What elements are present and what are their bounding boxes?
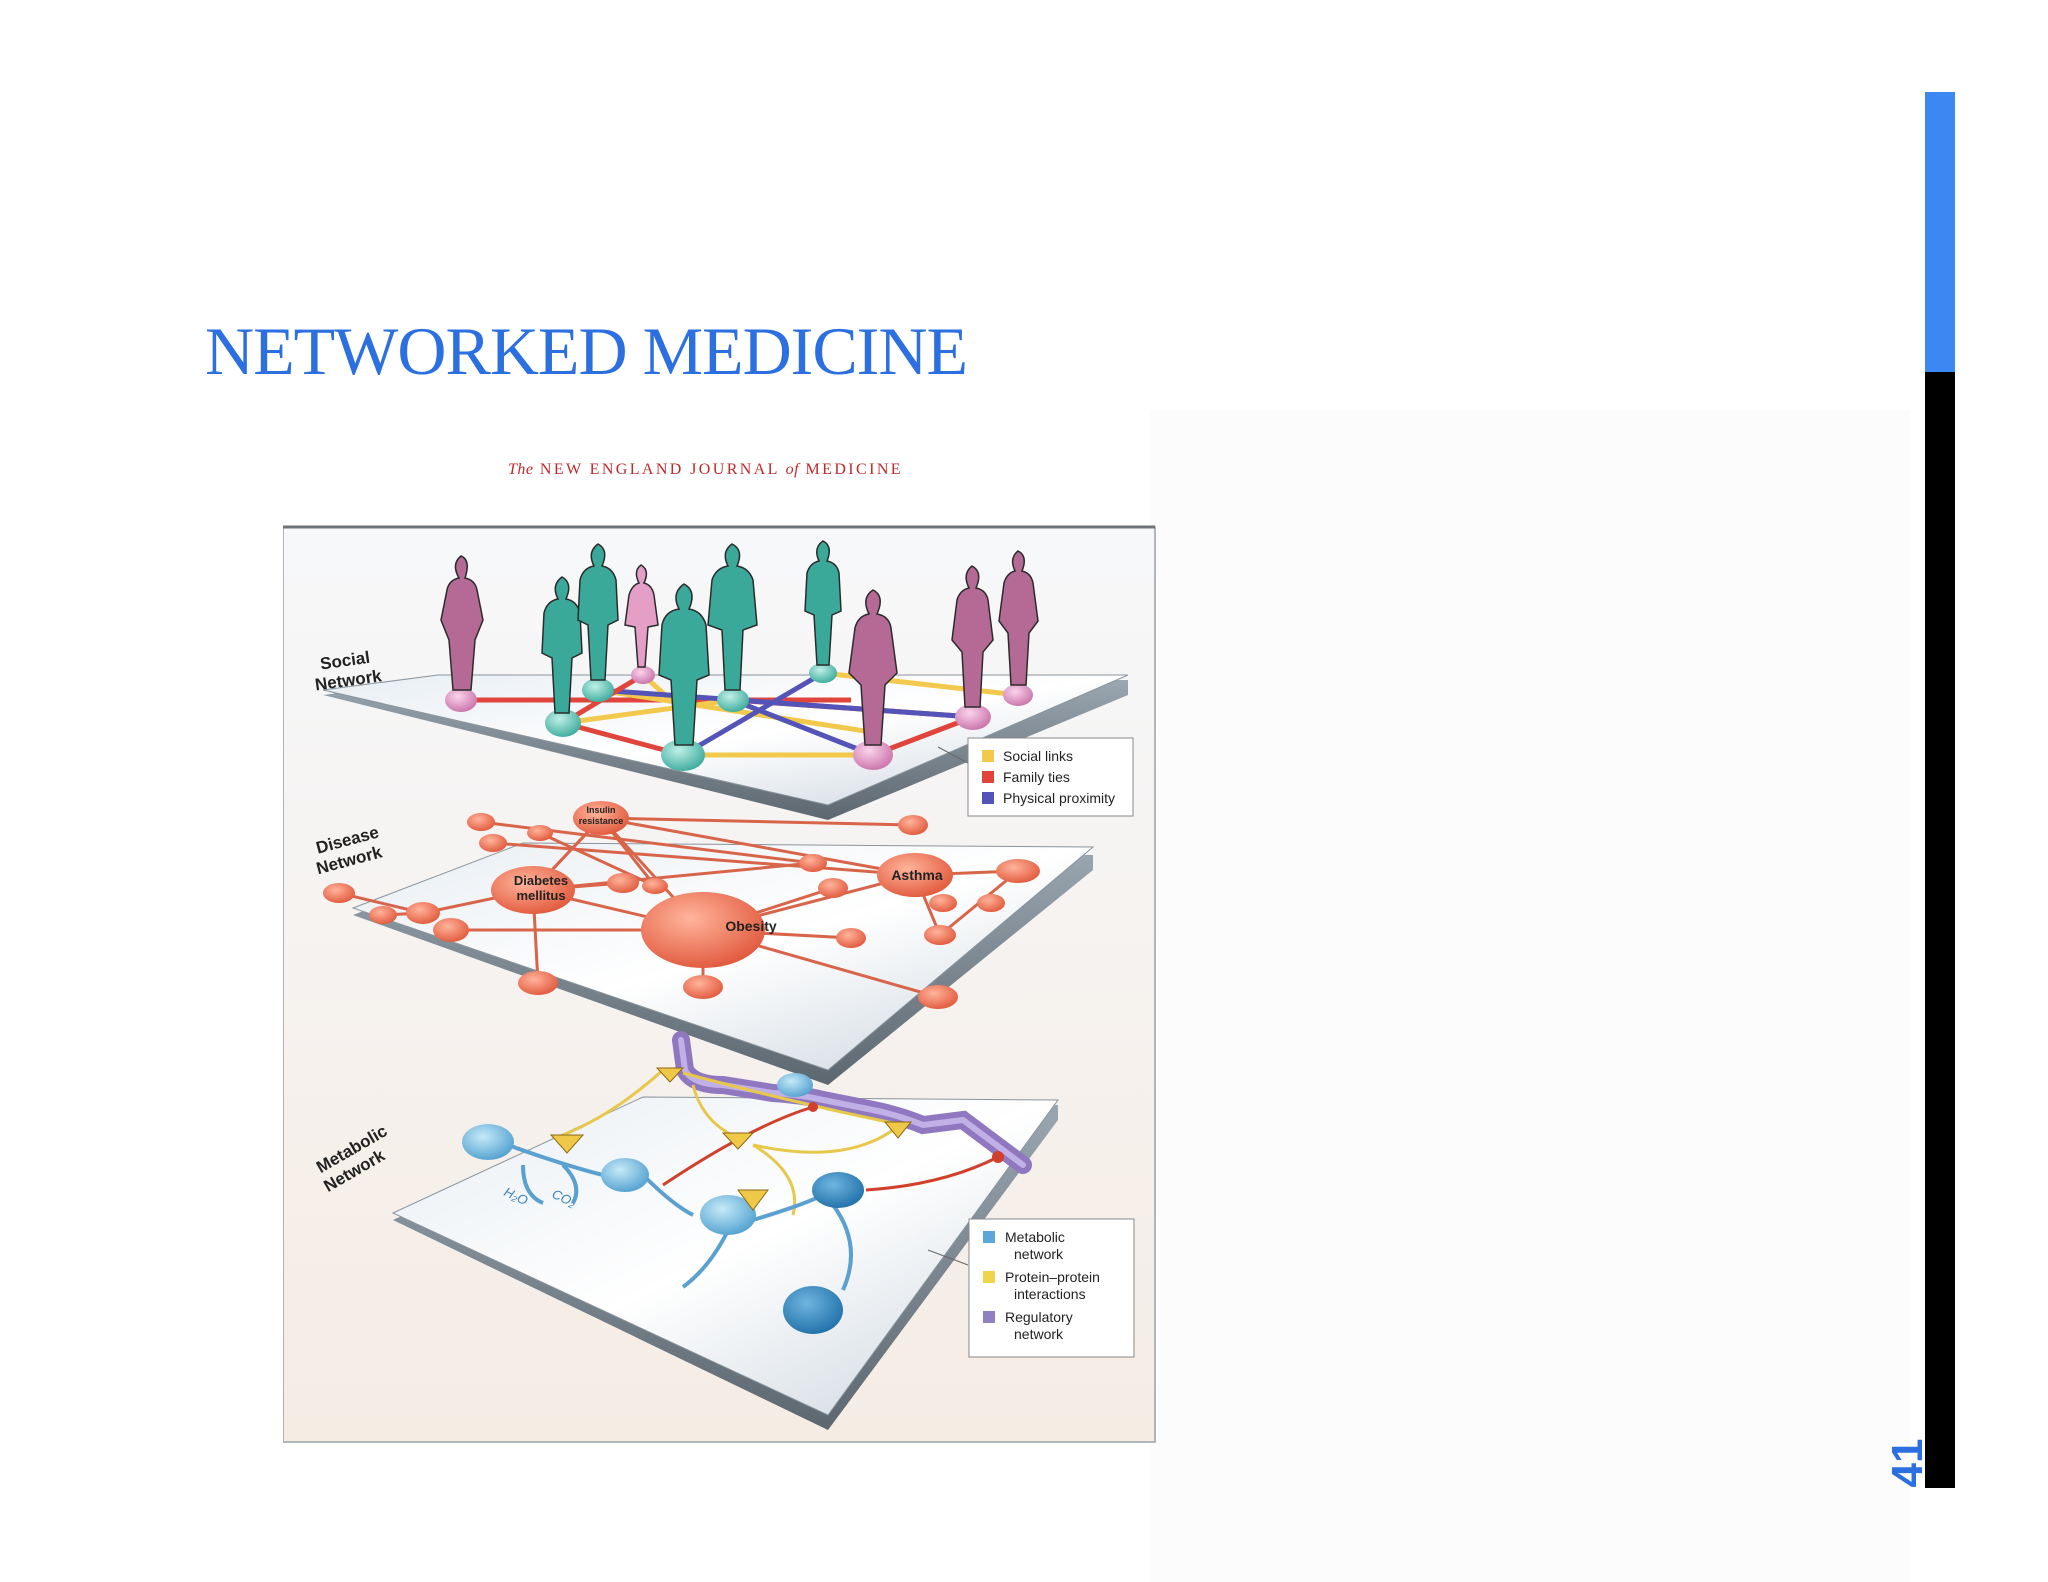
metabolite-node (783, 1286, 843, 1334)
insulin-resistance-node (573, 801, 629, 835)
insulin-label-line2: resistance (579, 816, 624, 826)
social-legend-swatch-1 (982, 771, 994, 783)
metabolic-legend-label-1b: interactions (1014, 1286, 1086, 1302)
metabolic-legend-swatch-2 (983, 1311, 995, 1323)
person-node (545, 709, 581, 737)
protein-node (549, 1134, 585, 1154)
background-panel (1150, 410, 1910, 1582)
journal-name-part2: MEDICINE (805, 461, 903, 478)
regulatory-tube-highlight (678, 1037, 1026, 1168)
slide-number: 41 (1883, 1438, 1932, 1488)
metabolic-legend-label-1a: Protein–protein (1005, 1269, 1100, 1285)
journal-header: The NEW ENGLAND JOURNAL of MEDICINE (508, 461, 903, 479)
person-figure (804, 540, 842, 666)
person-node (1003, 684, 1033, 706)
obesity-label: Obesity (725, 918, 777, 934)
person-node (853, 740, 893, 770)
social-legend-label-0: Social links (1003, 748, 1073, 764)
diabetes-node (491, 866, 575, 914)
person-figure (440, 555, 484, 691)
metabolic-plate (391, 1096, 1059, 1416)
social-link (597, 687, 879, 736)
legend-pointer (937, 746, 969, 764)
social-legend (967, 737, 1134, 817)
metabolic-legend (968, 1218, 1135, 1358)
social-link (562, 697, 734, 726)
social-legend-label-2: Physical proximity (1003, 790, 1115, 806)
metabolic-legend-swatch-1 (983, 1271, 995, 1283)
person-node (631, 666, 655, 684)
person-figure (707, 543, 758, 691)
metabolic-legend-label-0b: network (1014, 1246, 1064, 1262)
legend-pointer (927, 1249, 969, 1266)
disease-nodes (323, 801, 1040, 1009)
person-node (809, 663, 837, 683)
journal-of: of (785, 461, 800, 478)
journal-name-part1: NEW ENGLAND JOURNAL (539, 461, 780, 478)
social-link (681, 670, 825, 758)
person-figure (998, 550, 1039, 686)
social-network-layer: Social Network Social links Family ties … (314, 540, 1134, 820)
accent-bar (1925, 92, 1955, 372)
metabolite-node (812, 1172, 864, 1208)
metabolite-node (601, 1158, 649, 1192)
social-legend-swatch-0 (982, 750, 994, 762)
disease-network-layer: Insulin resistance Diabetes mellitus Ast… (314, 801, 1095, 1085)
social-plate (322, 674, 1129, 806)
social-link (732, 697, 874, 758)
diabetes-label-line2: mellitus (516, 888, 565, 903)
person-figure (951, 565, 994, 708)
person-figure (577, 543, 619, 681)
person-node (955, 704, 991, 730)
person-node (661, 739, 705, 771)
journal-the: The (508, 461, 534, 478)
network-medicine-figure: Social Network Social links Family ties … (283, 525, 1156, 1443)
asthma-node (877, 853, 953, 897)
protein-node (721, 1132, 755, 1150)
insulin-label-line1: Insulin (587, 805, 616, 815)
metabolic-network-layer: H₂O CO₂ Metabolic Network Metabolic netw… (313, 1031, 1135, 1430)
obesity-node (641, 892, 765, 968)
person-figure (658, 583, 710, 746)
person-figure (541, 576, 583, 714)
person-node (717, 688, 749, 712)
metabolite-node (700, 1195, 756, 1235)
asthma-label: Asthma (891, 867, 943, 883)
person-node (445, 688, 477, 712)
metabolic-legend-swatch-0 (983, 1231, 995, 1243)
social-legend-swatch-2 (982, 792, 994, 804)
metabolic-legend-label-0a: Metabolic (1005, 1229, 1065, 1245)
regulatory-dot (992, 1151, 1004, 1163)
person-node (582, 678, 614, 702)
slide-title: NETWORKED MEDICINE (205, 313, 968, 389)
protein-node (737, 1189, 769, 1211)
person-figure (848, 589, 898, 746)
social-legend-label-1: Family ties (1003, 769, 1070, 785)
person-figure (624, 564, 659, 668)
regulatory-dot (808, 1102, 818, 1112)
protein-node (883, 1121, 913, 1139)
social-link (597, 687, 974, 720)
metabolic-legend-label-2b: network (1014, 1326, 1064, 1342)
side-bar (1925, 372, 1955, 1488)
protein-node (655, 1067, 685, 1083)
metabolite-node (462, 1124, 514, 1160)
diabetes-label-line1: Diabetes (514, 873, 568, 888)
metabolite-node (777, 1073, 813, 1097)
metabolic-legend-label-2a: Regulatory (1005, 1309, 1073, 1325)
